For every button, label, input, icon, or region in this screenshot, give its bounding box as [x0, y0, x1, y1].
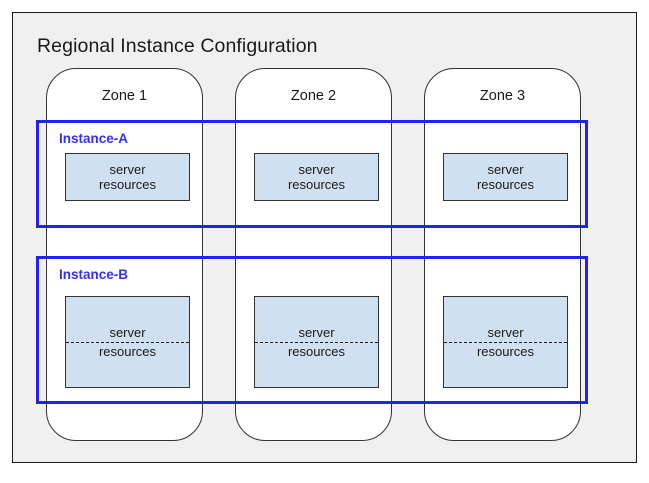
server-resources-line2: resources	[287, 177, 346, 192]
server-resources-line2: resources	[476, 177, 535, 192]
server-resources-line1: server	[109, 162, 146, 177]
instance-group-a: Instance-A	[36, 120, 588, 228]
zone-label: Zone 3	[479, 88, 526, 104]
server-resources-line1: server	[487, 325, 524, 340]
server-resources-line2: resources	[98, 344, 157, 359]
zone-label: Zone 2	[290, 88, 337, 104]
dashed-divider	[66, 342, 189, 343]
server-resources-box: server resources	[65, 153, 190, 201]
server-resources-line2: resources	[287, 344, 346, 359]
server-resources-line1: server	[109, 325, 146, 340]
server-resources-text: server resources	[255, 162, 378, 192]
server-resources-line1: server	[298, 162, 335, 177]
dashed-divider	[444, 342, 567, 343]
instance-label-a: Instance-A	[59, 131, 129, 146]
server-resources-box: server resources	[254, 296, 379, 388]
server-resources-box: server resources	[443, 153, 568, 201]
dashed-divider	[255, 342, 378, 343]
server-resources-box: server resources	[254, 153, 379, 201]
server-resources-line1: server	[487, 162, 524, 177]
server-resources-text: server resources	[66, 162, 189, 192]
server-resources-line2: resources	[98, 177, 157, 192]
server-resources-box: server resources	[443, 296, 568, 388]
server-resources-text: server resources	[444, 162, 567, 192]
instance-label-b: Instance-B	[59, 267, 129, 282]
server-resources-box: server resources	[65, 296, 190, 388]
instance-group-b: Instance-B	[36, 256, 588, 404]
server-resources-line1: server	[298, 325, 335, 340]
page-title: Regional Instance Configuration	[37, 35, 318, 57]
zone-label: Zone 1	[101, 88, 148, 104]
server-resources-line2: resources	[476, 344, 535, 359]
